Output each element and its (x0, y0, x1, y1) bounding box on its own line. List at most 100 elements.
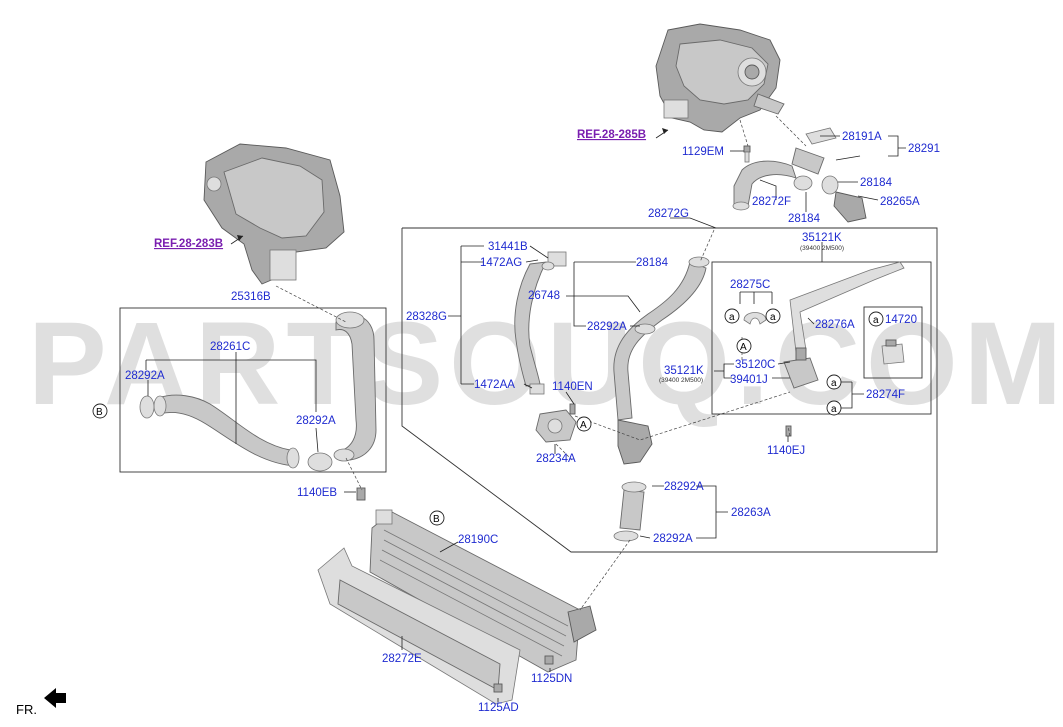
callout-A-1-text: A (740, 342, 747, 353)
label-1140EB[interactable]: 1140EB (297, 487, 337, 499)
dash-line-8 (555, 443, 573, 461)
label-28328G[interactable]: 28328G (406, 311, 447, 323)
dash-line-1 (275, 285, 347, 323)
label-1129EM[interactable]: 1129EM (682, 146, 724, 158)
ref-label-top[interactable]: REF.28-285B (577, 129, 646, 141)
clamp-28292A-left (139, 395, 155, 419)
dash-line-10 (787, 425, 791, 437)
clamp-28292A-leftb (307, 452, 333, 472)
callout-a-3 (868, 311, 884, 327)
intake-manifold (203, 143, 345, 285)
valve-28234A (535, 409, 577, 443)
dash-line-6 (579, 539, 631, 611)
label-28275C[interactable]: 28275C (730, 279, 770, 291)
main-group-frame (401, 227, 938, 553)
label-28292A-r1[interactable]: 28292A (664, 481, 704, 493)
callout-a-2 (765, 308, 781, 324)
callout-A-1 (736, 338, 752, 354)
duct-28191A (791, 127, 837, 175)
label-35121K-top-sub: (39400 2M500) (800, 245, 844, 252)
clamp-28184-top (793, 175, 813, 191)
label-26748[interactable]: 26748 (528, 290, 560, 302)
label-35121K-mid[interactable]: 35121K (664, 365, 704, 377)
label-1125DN[interactable]: 1125DN (531, 673, 572, 685)
hose-28265A (833, 191, 867, 223)
callout-a-4 (826, 374, 842, 390)
callout-a-4-text: a (831, 378, 837, 389)
label-28272F[interactable]: 28272F (752, 196, 791, 208)
hose-28263A (613, 481, 647, 542)
intercooler-28190C (369, 509, 597, 673)
callout-a-1 (724, 308, 740, 324)
callout-A-2 (576, 416, 592, 432)
label-31441B[interactable]: 31441B (488, 241, 528, 253)
bolt-1125DN (544, 655, 554, 665)
pipe-28272G (613, 256, 710, 465)
label-28184-c[interactable]: 28184 (636, 257, 669, 269)
callout-a-2-text: a (770, 312, 776, 323)
hose-28328G (514, 251, 567, 395)
clip-detail-frame (863, 306, 923, 379)
sensor-bracket-28276A (783, 261, 905, 389)
label-28292A-mid[interactable]: 28292A (587, 321, 627, 333)
dash-line-4 (739, 119, 749, 147)
label-28292A-r2[interactable]: 28292A (653, 533, 693, 545)
bolt-1125AD (493, 683, 503, 693)
left-hose-group-frame (119, 307, 387, 473)
label-28274F[interactable]: 28274F (866, 389, 905, 401)
bolt-1140EN (569, 403, 576, 415)
label-28263A[interactable]: 28263A (731, 507, 771, 519)
label-28184-a[interactable]: 28184 (860, 177, 893, 189)
label-1125AD[interactable]: 1125AD (478, 702, 519, 714)
label-28292A-left[interactable]: 28292A (125, 370, 165, 382)
label-28191A[interactable]: 28191A (842, 131, 882, 143)
callout-B-1-text: B (96, 407, 103, 418)
label-28292A-leftb[interactable]: 28292A (296, 415, 336, 427)
bolt-1140EJ (785, 425, 792, 437)
ref-left-arrow (237, 235, 243, 241)
label-28265A[interactable]: 28265A (880, 196, 920, 208)
leader-lines (145, 135, 906, 702)
label-1472AA[interactable]: 1472AA (474, 379, 515, 391)
dash-line-2 (345, 457, 363, 491)
clip-28275C (743, 312, 767, 325)
label-35121K-top[interactable]: 35121K (802, 232, 842, 244)
callout-B-1 (92, 403, 108, 419)
label-28190C[interactable]: 28190C (458, 534, 498, 546)
label-1140EJ[interactable]: 1140EJ (767, 445, 805, 457)
label-1472AG[interactable]: 1472AG (480, 257, 522, 269)
callout-a-1-text: a (729, 312, 735, 323)
callout-a-5-text: a (831, 404, 837, 415)
ref-top-arrow (662, 128, 668, 134)
label-28272G[interactable]: 28272G (648, 208, 689, 220)
label-28272E[interactable]: 28272E (382, 653, 422, 665)
front-arrow-icon (44, 688, 66, 708)
hose-28272F (732, 160, 797, 211)
turbocharger-assembly (655, 23, 785, 133)
front-direction-label: FR. (16, 702, 37, 717)
dash-line-3 (699, 229, 715, 263)
label-28261C[interactable]: 28261C (210, 341, 250, 353)
callout-A-2-text: A (580, 420, 587, 431)
ref-label-left[interactable]: REF.28-283B (154, 238, 223, 250)
label-39401J[interactable]: 39401J (730, 374, 768, 386)
label-35121K-mid-sub: (39400 2M500) (659, 377, 703, 384)
label-14720[interactable]: 14720 (885, 314, 917, 326)
label-28184-b[interactable]: 28184 (788, 213, 821, 225)
label-25316B[interactable]: 25316B (231, 291, 271, 303)
sensor-subgroup-frame (711, 261, 932, 415)
callout-a-5 (826, 400, 842, 416)
dash-line-5 (775, 115, 807, 147)
label-1140EN[interactable]: 1140EN (552, 381, 593, 393)
label-35120C[interactable]: 35120C (735, 359, 775, 371)
hose-25316B (333, 311, 377, 462)
label-28276A[interactable]: 28276A (815, 319, 855, 331)
callout-a-3-text: a (873, 315, 879, 326)
clamp-28184-upper (821, 175, 839, 195)
bolt-1140EB (356, 487, 366, 501)
hose-28261C (153, 394, 300, 469)
label-28234A[interactable]: 28234A (536, 453, 576, 465)
label-28291[interactable]: 28291 (908, 143, 940, 155)
